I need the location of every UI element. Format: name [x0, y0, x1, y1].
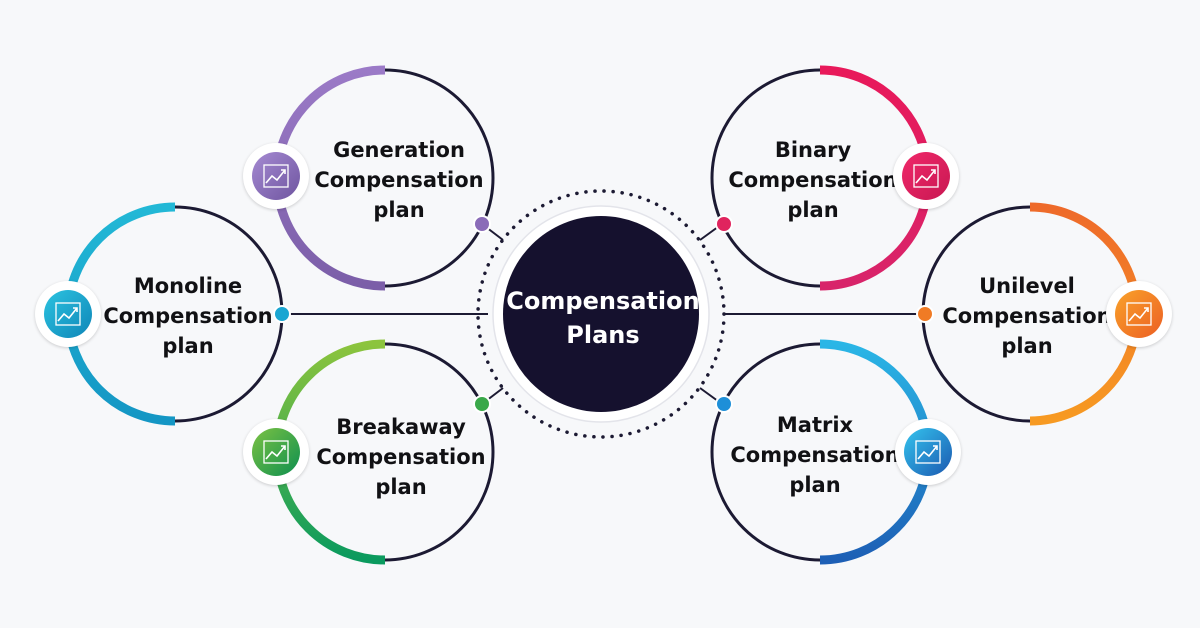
dot-breakaway — [473, 395, 491, 413]
dot-unilevel — [916, 305, 934, 323]
plan-suffix: plan — [787, 198, 839, 222]
chart-trend-icon — [913, 164, 939, 188]
icon-badge-binary — [893, 143, 959, 209]
plan-label-generation: Generation Compensation plan — [299, 135, 499, 225]
icon-badge-monoline — [35, 281, 101, 347]
plan-suffix: plan — [375, 475, 427, 499]
icon-badge-matrix — [895, 419, 961, 485]
plan-suffix: plan — [373, 198, 425, 222]
icon-badge-generation — [243, 143, 309, 209]
plan-label-monoline: Monoline Compensation plan — [88, 271, 288, 361]
icon-badge-unilevel — [1106, 281, 1172, 347]
plan-name: Breakaway — [336, 415, 466, 439]
plan-type: Compensation — [316, 445, 486, 469]
plan-type: Compensation — [730, 443, 900, 467]
plan-name: Unilevel — [979, 274, 1075, 298]
plan-label-binary: Binary Compensation plan — [713, 135, 913, 225]
plan-name: Matrix — [776, 413, 854, 437]
chart-trend-icon — [915, 440, 941, 464]
plan-suffix: plan — [789, 473, 841, 497]
plan-name: Binary — [774, 138, 852, 162]
plan-type: Compensation — [728, 168, 898, 192]
icon-badge-breakaway — [243, 419, 309, 485]
chart-trend-icon — [55, 302, 81, 326]
chart-trend-icon — [263, 164, 289, 188]
chart-trend-icon — [263, 440, 289, 464]
plan-type: Compensation — [103, 304, 273, 328]
plan-name: Monoline — [133, 274, 243, 298]
dot-generation — [473, 215, 491, 233]
plan-label-unilevel: Unilevel Compensation plan — [927, 271, 1127, 361]
center-title-line1: Compensation — [506, 287, 700, 315]
plan-suffix: plan — [1001, 334, 1053, 358]
dot-matrix — [715, 395, 733, 413]
plan-type: Compensation — [314, 168, 484, 192]
plan-label-matrix: Matrix Compensation plan — [715, 410, 915, 500]
plan-label-breakaway: Breakaway Compensation plan — [301, 412, 501, 502]
chart-trend-icon — [1126, 302, 1152, 326]
center-title: Compensation Plans — [498, 284, 708, 352]
plan-suffix: plan — [162, 334, 214, 358]
center-hub — [476, 189, 726, 439]
dot-monoline — [273, 305, 291, 323]
center-title-line2: Plans — [566, 321, 640, 349]
dot-binary — [715, 215, 733, 233]
plan-name: Generation — [333, 138, 465, 162]
plan-type: Compensation — [942, 304, 1112, 328]
